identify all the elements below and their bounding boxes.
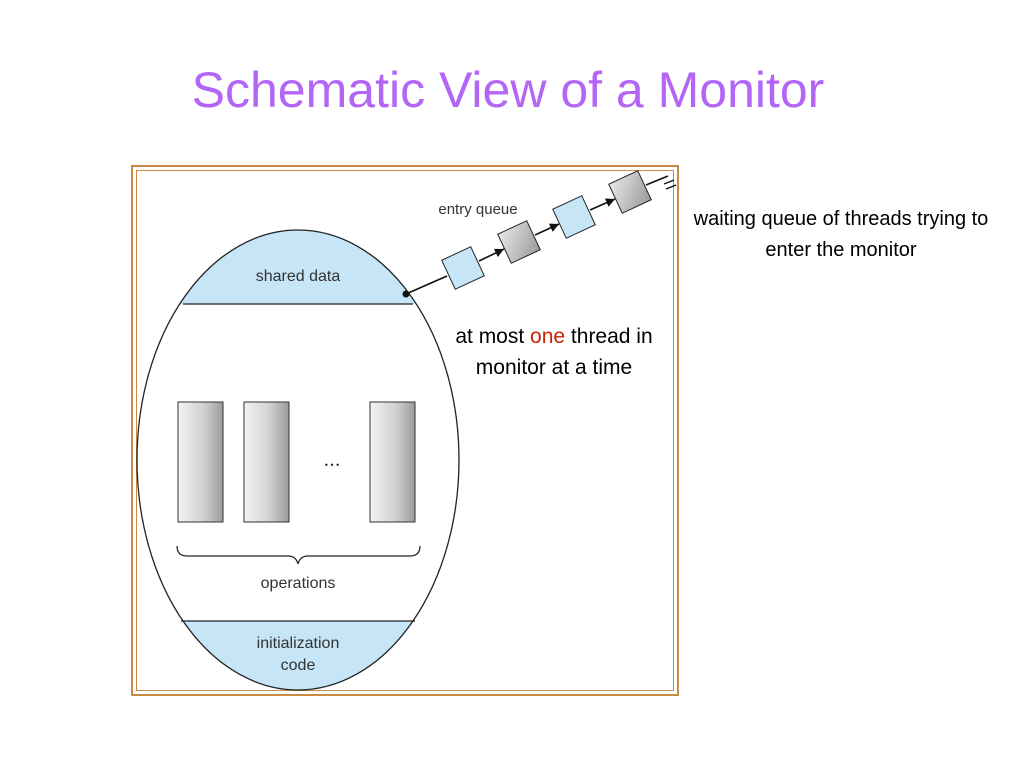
queue-continuation-mark: [663, 179, 675, 185]
entry-queue-label: entry queue: [438, 201, 517, 218]
queue-continuation-mark: [665, 184, 677, 190]
entry-queue: [402, 170, 677, 298]
init-code-label-line2: code: [281, 657, 316, 674]
monitor-ellipse: [136, 229, 460, 691]
slide-title: Schematic View of a Monitor: [191, 62, 825, 118]
shared-data-label: shared data: [256, 268, 341, 285]
queue-tail: [645, 175, 669, 186]
operation-box: [243, 401, 290, 523]
waiting-queue-note: waiting queue of threads trying to enter…: [693, 208, 989, 261]
at-most-prefix: at most: [455, 325, 531, 348]
operations-ellipsis: • • •: [325, 460, 339, 470]
queue-thread-box: [497, 220, 541, 264]
operation-box: [177, 401, 224, 523]
at-most-one-note: at most one thread in monitor at a time: [441, 321, 667, 383]
at-most-highlight: one: [530, 325, 566, 348]
shared-data-section: [137, 230, 459, 304]
operation-box: [369, 401, 416, 523]
queue-thread-box: [552, 195, 596, 239]
queue-arrowhead: [548, 223, 559, 232]
at-most-suffix: thread in monitor at a time: [475, 325, 653, 379]
queue-thread-box: [441, 246, 485, 290]
queue-link: [405, 275, 448, 295]
figure-inner-border: [136, 170, 674, 691]
operations-label: operations: [261, 575, 336, 592]
queue-arrowhead: [493, 248, 504, 257]
operations-brace: [176, 545, 421, 565]
queue-thread-box: [608, 170, 652, 214]
init-code-label-line1: initialization: [257, 635, 340, 652]
queue-arrowhead: [604, 198, 615, 207]
